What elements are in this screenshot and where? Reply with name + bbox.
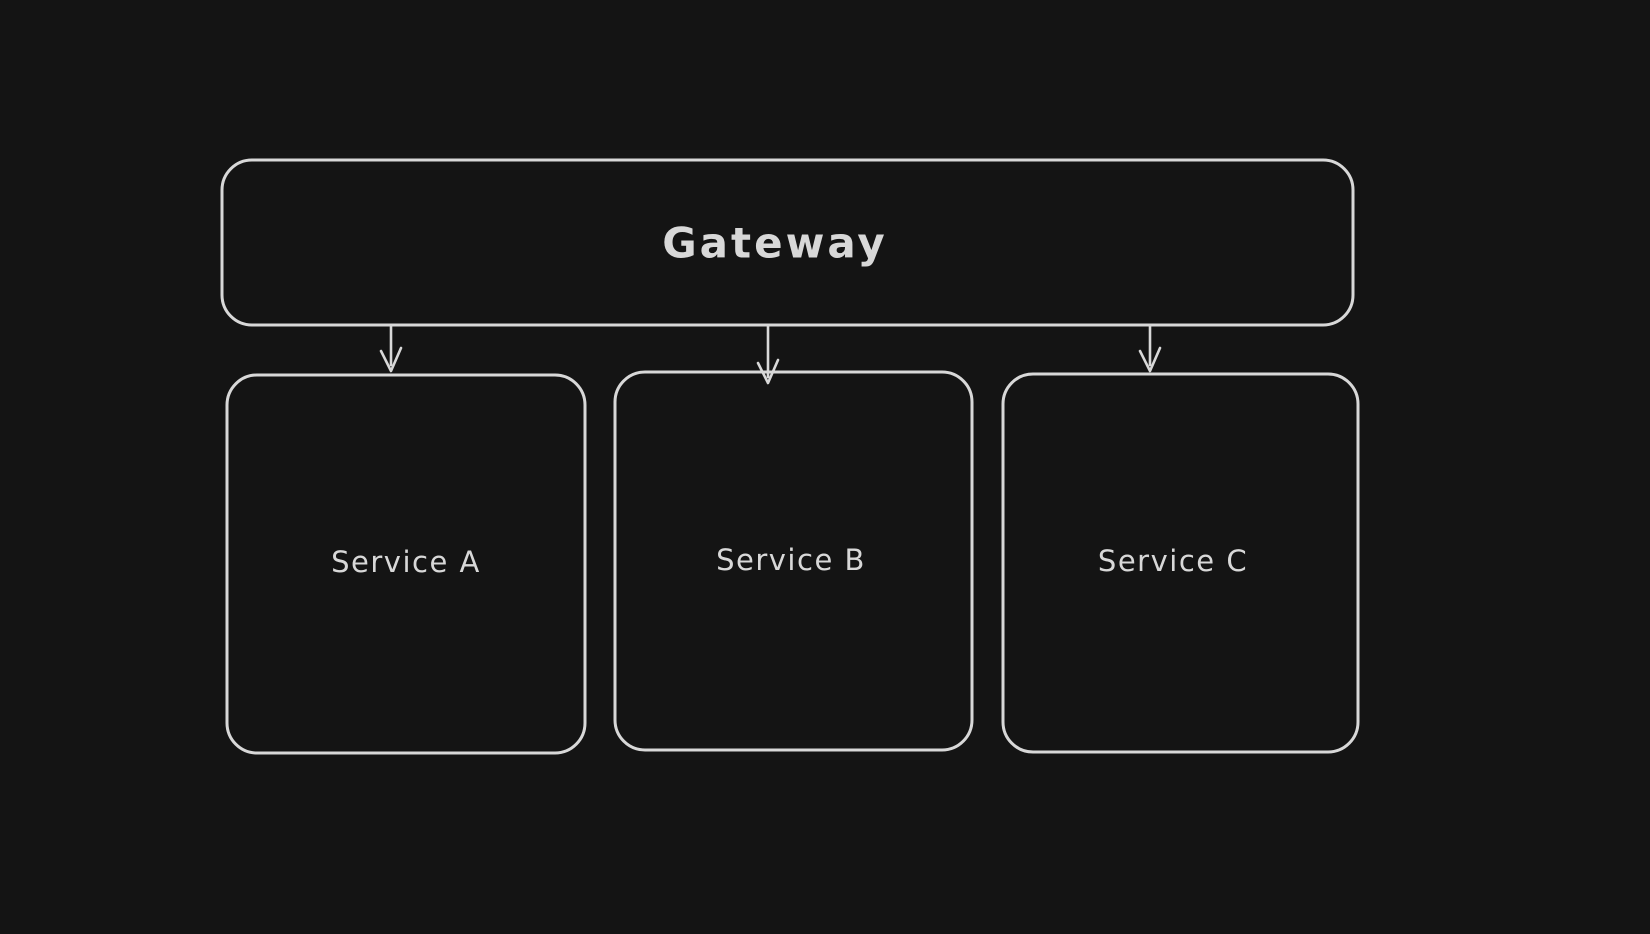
arrow-gateway-to-service-a[interactable]: [379, 324, 403, 373]
arrow-gateway-to-service-b[interactable]: [756, 324, 780, 385]
arrowhead-icon: [379, 346, 403, 373]
service-a-label: Service A: [331, 545, 481, 579]
gateway-label: Gateway: [662, 218, 888, 268]
arrow-gateway-to-service-c[interactable]: [1138, 324, 1162, 373]
gateway-node-box[interactable]: [220, 158, 1355, 327]
arrowhead-icon: [756, 358, 780, 385]
service-b-label: Service B: [716, 543, 866, 577]
service-c-node-box[interactable]: [1001, 372, 1360, 754]
service-b-node-box[interactable]: [613, 370, 974, 752]
arrowhead-icon: [1138, 346, 1162, 373]
service-c-label: Service C: [1097, 544, 1249, 578]
service-a-node-box[interactable]: [225, 373, 587, 755]
